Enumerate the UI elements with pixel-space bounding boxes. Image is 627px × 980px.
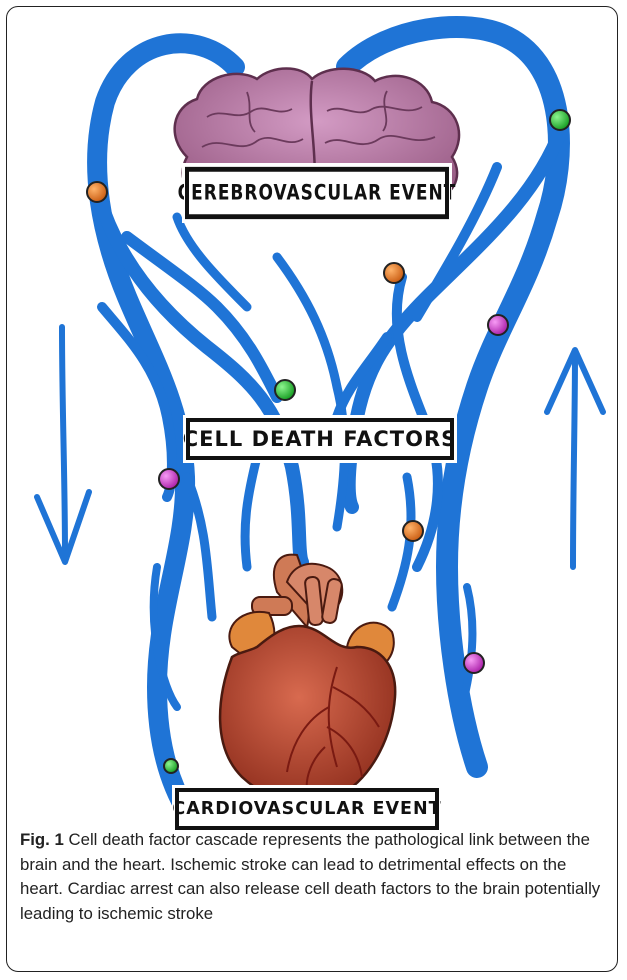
particle-magenta-2 (159, 469, 179, 489)
particle-orange-1 (87, 182, 107, 202)
figure-caption: Fig. 1 Cell death factor cascade represe… (20, 828, 612, 926)
cerebrovascular-event-label: CEREBROVASCULAR EVENT (185, 167, 449, 220)
cardiovascular-event-label: CARDIOVASCULAR EVENT (175, 788, 439, 830)
vessel-lower-left (245, 457, 257, 567)
cell-death-factors-label: CELL DEATH FACTORS (186, 418, 454, 460)
figure-caption-label: Fig. 1 (20, 830, 64, 849)
vessel-brain-left-2 (177, 217, 247, 307)
heart-icon (220, 555, 395, 804)
brain-heart-cascade-illustration (7, 7, 617, 819)
particle-magenta-1 (488, 315, 508, 335)
arrow-up-right (547, 350, 603, 567)
vessel-lower-right (392, 477, 411, 607)
particle-orange-2 (384, 263, 404, 283)
arrow-down-left (37, 327, 89, 562)
particle-orange-3 (403, 521, 423, 541)
vessel-right-branch-d (462, 587, 472, 707)
particle-magenta-3 (464, 653, 484, 673)
particle-green-1 (550, 110, 570, 130)
particle-green-2 (275, 380, 295, 400)
particle-green-3 (164, 759, 178, 773)
figure-caption-text: Cell death factor cascade represents the… (20, 830, 600, 923)
vessel-left-branch-b (187, 477, 212, 617)
